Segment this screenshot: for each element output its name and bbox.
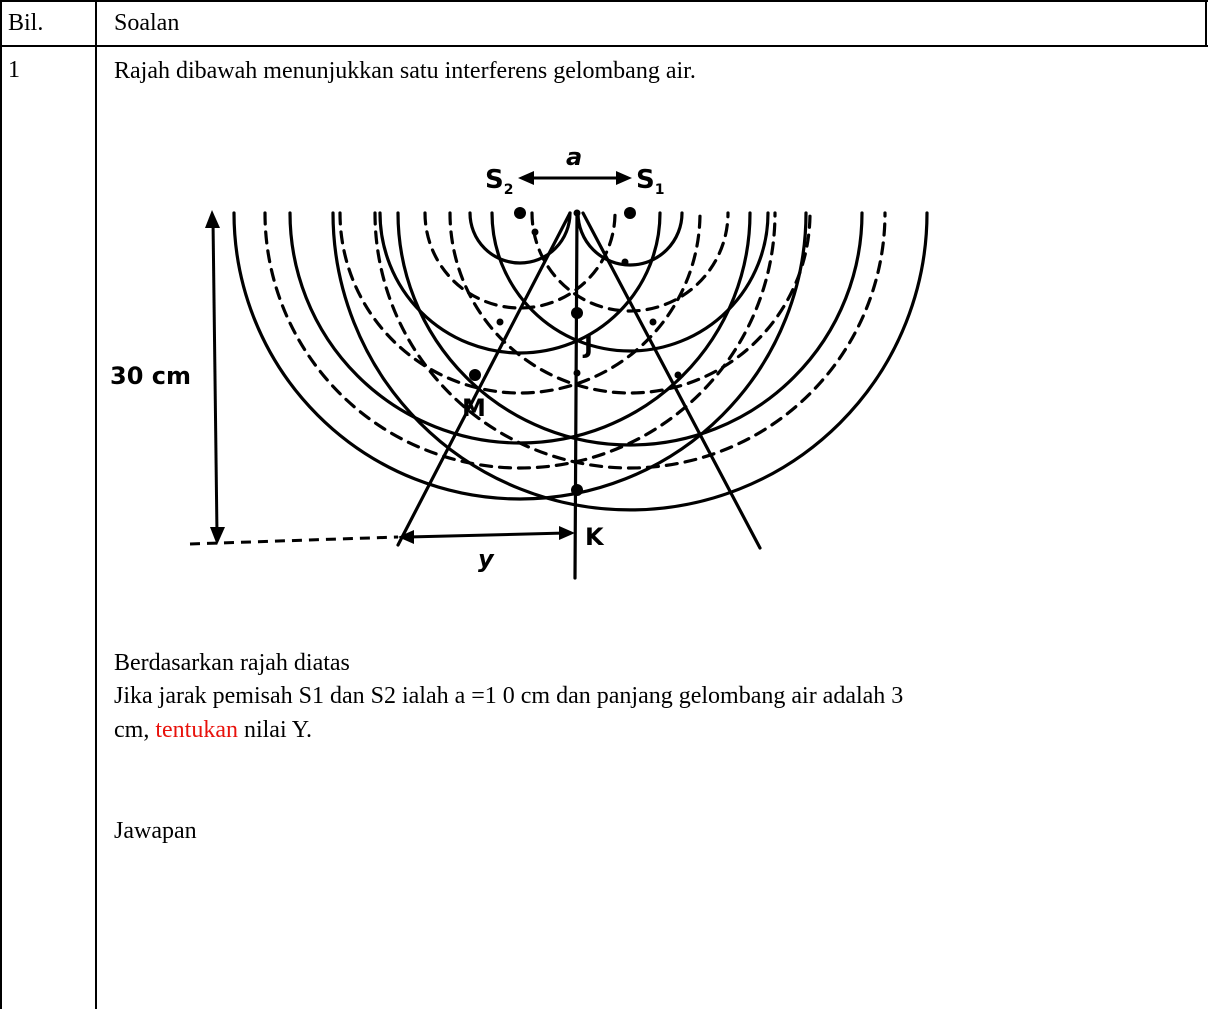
- table-top-border: [0, 0, 1208, 2]
- label-30cm: 30 cm: [110, 362, 191, 390]
- s2-solid-wavefronts: [232, 211, 808, 501]
- header-bil: Bil.: [8, 10, 44, 36]
- table-left-border: [0, 0, 2, 1009]
- question-line-3-start: cm,: [114, 717, 156, 743]
- intersection-dot: [496, 318, 504, 326]
- question-line-3-end: nilai Y.: [237, 717, 312, 743]
- keyword-tentukan: tentukan: [155, 717, 238, 743]
- label-a: a: [566, 143, 582, 171]
- intersection-dot: [621, 258, 629, 266]
- question-line-3: cm, tentukan nilai Y.: [114, 714, 1194, 747]
- question-intro: Rajah dibawah menunjukkan satu interfere…: [114, 58, 696, 84]
- label-s2: S2: [485, 165, 513, 198]
- antinodal-line-right: [581, 211, 762, 550]
- point-j-dot: [571, 307, 583, 319]
- center-origin-dot: [573, 209, 581, 217]
- label-j: J: [582, 331, 593, 359]
- label-y: y: [478, 545, 495, 573]
- label-m: M: [462, 394, 486, 422]
- dashed-baseline: [189, 535, 399, 546]
- point-m-dot: [469, 369, 481, 381]
- antinodal-line-left: [396, 211, 572, 547]
- row-number: 1: [8, 57, 20, 83]
- table-header-divider: [0, 45, 1208, 47]
- intersection-dot: [674, 371, 682, 379]
- question-line-2: Jika jarak pemisah S1 dan S2 ialah a =1 …: [114, 683, 904, 709]
- s1-solid-wavefronts: [331, 211, 929, 512]
- interference-diagram: a S2 S1 30 cm J M K y: [110, 143, 929, 580]
- point-k-dot: [571, 484, 583, 496]
- source-s2-dot: [514, 207, 526, 219]
- source-s1-dot: [624, 207, 636, 219]
- antinodal-line-center: [573, 211, 579, 580]
- answer-label: Jawapan: [114, 818, 197, 844]
- y-distance-arrow: [398, 526, 575, 544]
- label-s1: S1: [636, 165, 664, 198]
- table-right-border: [1205, 0, 1207, 46]
- table-column-divider: [95, 0, 97, 1009]
- question-line-1: Berdasarkan rajah diatas: [114, 650, 350, 676]
- s1-dashed-wavefronts: [373, 211, 887, 470]
- distance-arrow-30cm: [205, 210, 225, 545]
- header-soalan: Soalan: [114, 10, 180, 36]
- label-k: K: [585, 523, 605, 551]
- intersection-dot: [573, 369, 581, 377]
- separation-arrow: [518, 171, 632, 185]
- intersection-dot: [531, 228, 539, 236]
- intersection-dot: [649, 318, 657, 326]
